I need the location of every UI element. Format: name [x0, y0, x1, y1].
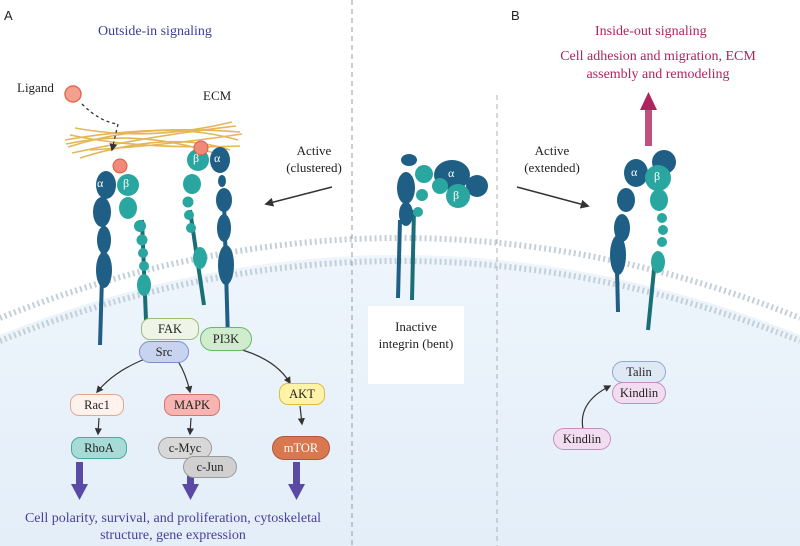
active-clustered-label: Active (clustered)	[286, 143, 342, 175]
node-fak: FAK	[141, 318, 199, 340]
node-kindlin-free: Kindlin	[553, 428, 611, 450]
beta-label-2: β	[193, 151, 200, 165]
inside-out-outcome: Cell adhesion and migration, ECM assembl…	[560, 49, 756, 82]
alpha-label-inactive: α	[448, 166, 455, 180]
panel-label-b: B	[511, 8, 520, 23]
activation-arrow-right	[516, 186, 590, 209]
node-kindlin-bound: Kindlin	[612, 382, 666, 404]
activation-arrow-left	[264, 186, 333, 207]
node-mtor: mTOR	[272, 436, 330, 460]
outside-in-title: Outside-in signaling	[98, 24, 212, 39]
downstream-arrows	[71, 462, 305, 500]
alpha-label-1: α	[97, 176, 104, 190]
beta-label-1: β	[123, 176, 130, 190]
integrin-clustered-2	[182, 140, 234, 341]
node-mapk: MAPK	[164, 394, 220, 416]
node-src: Src	[139, 341, 189, 363]
ecm-label: ECM	[203, 88, 232, 103]
node-akt: AKT	[279, 383, 325, 405]
beta-label-inactive: β	[453, 188, 460, 202]
outcome-arrow-head	[640, 92, 657, 110]
inactive-integrin-label: Inactive integrin (bent)	[378, 319, 454, 351]
alpha-label-extended: α	[631, 165, 638, 179]
integrin-extended	[610, 150, 676, 331]
outside-in-outcome: Cell polarity, survival, and proliferati…	[24, 511, 322, 543]
panel-label-a: A	[4, 8, 13, 23]
ecm-fibers	[64, 121, 243, 159]
ligand-binding-path	[81, 103, 119, 152]
node-rac1: Rac1	[70, 394, 124, 416]
node-cmyc: c-Myc	[158, 437, 212, 459]
ligand-icon	[64, 85, 82, 103]
inactive-label-box	[368, 306, 464, 384]
integrin-inactive-bent	[396, 154, 488, 301]
node-talin: Talin	[612, 361, 666, 383]
node-pi3k: PI3K	[200, 327, 252, 351]
ligand-label: Ligand	[17, 80, 54, 95]
alpha-label-2: α	[214, 151, 221, 165]
node-rhoa: RhoA	[71, 437, 127, 459]
active-extended-label: Active (extended)	[524, 143, 580, 175]
inside-out-title: Inside-out signaling	[595, 24, 707, 39]
integrin-clustered-1	[93, 158, 151, 346]
outcome-arrow-shaft	[645, 108, 652, 146]
node-cjun: c-Jun	[183, 456, 237, 478]
beta-label-extended: β	[654, 169, 661, 183]
